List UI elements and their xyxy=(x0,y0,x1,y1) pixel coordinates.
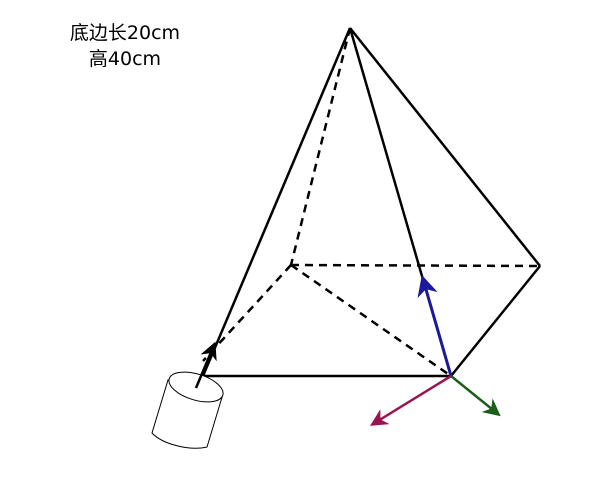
dimension-label: 底边长20cm 高40cm xyxy=(55,20,195,72)
axis-arrow-up xyxy=(417,274,453,377)
base-length-text: 底边长20cm xyxy=(69,22,181,44)
axis-arrow-left xyxy=(370,374,452,426)
axis-arrow-right xyxy=(450,375,501,417)
cylinder-icon xyxy=(151,371,224,449)
edge-apex-right xyxy=(349,27,541,267)
hidden-edge-back-front-right xyxy=(290,263,452,378)
hidden-edge-apex-back xyxy=(289,27,352,266)
edge-right-base xyxy=(450,265,541,377)
sensor-arrow xyxy=(194,341,217,389)
hidden-edge-back-front-left xyxy=(202,264,292,362)
edge-apex-front-left xyxy=(201,27,352,377)
height-text: 高40cm xyxy=(88,48,162,70)
hidden-edge-back-right xyxy=(290,263,541,268)
